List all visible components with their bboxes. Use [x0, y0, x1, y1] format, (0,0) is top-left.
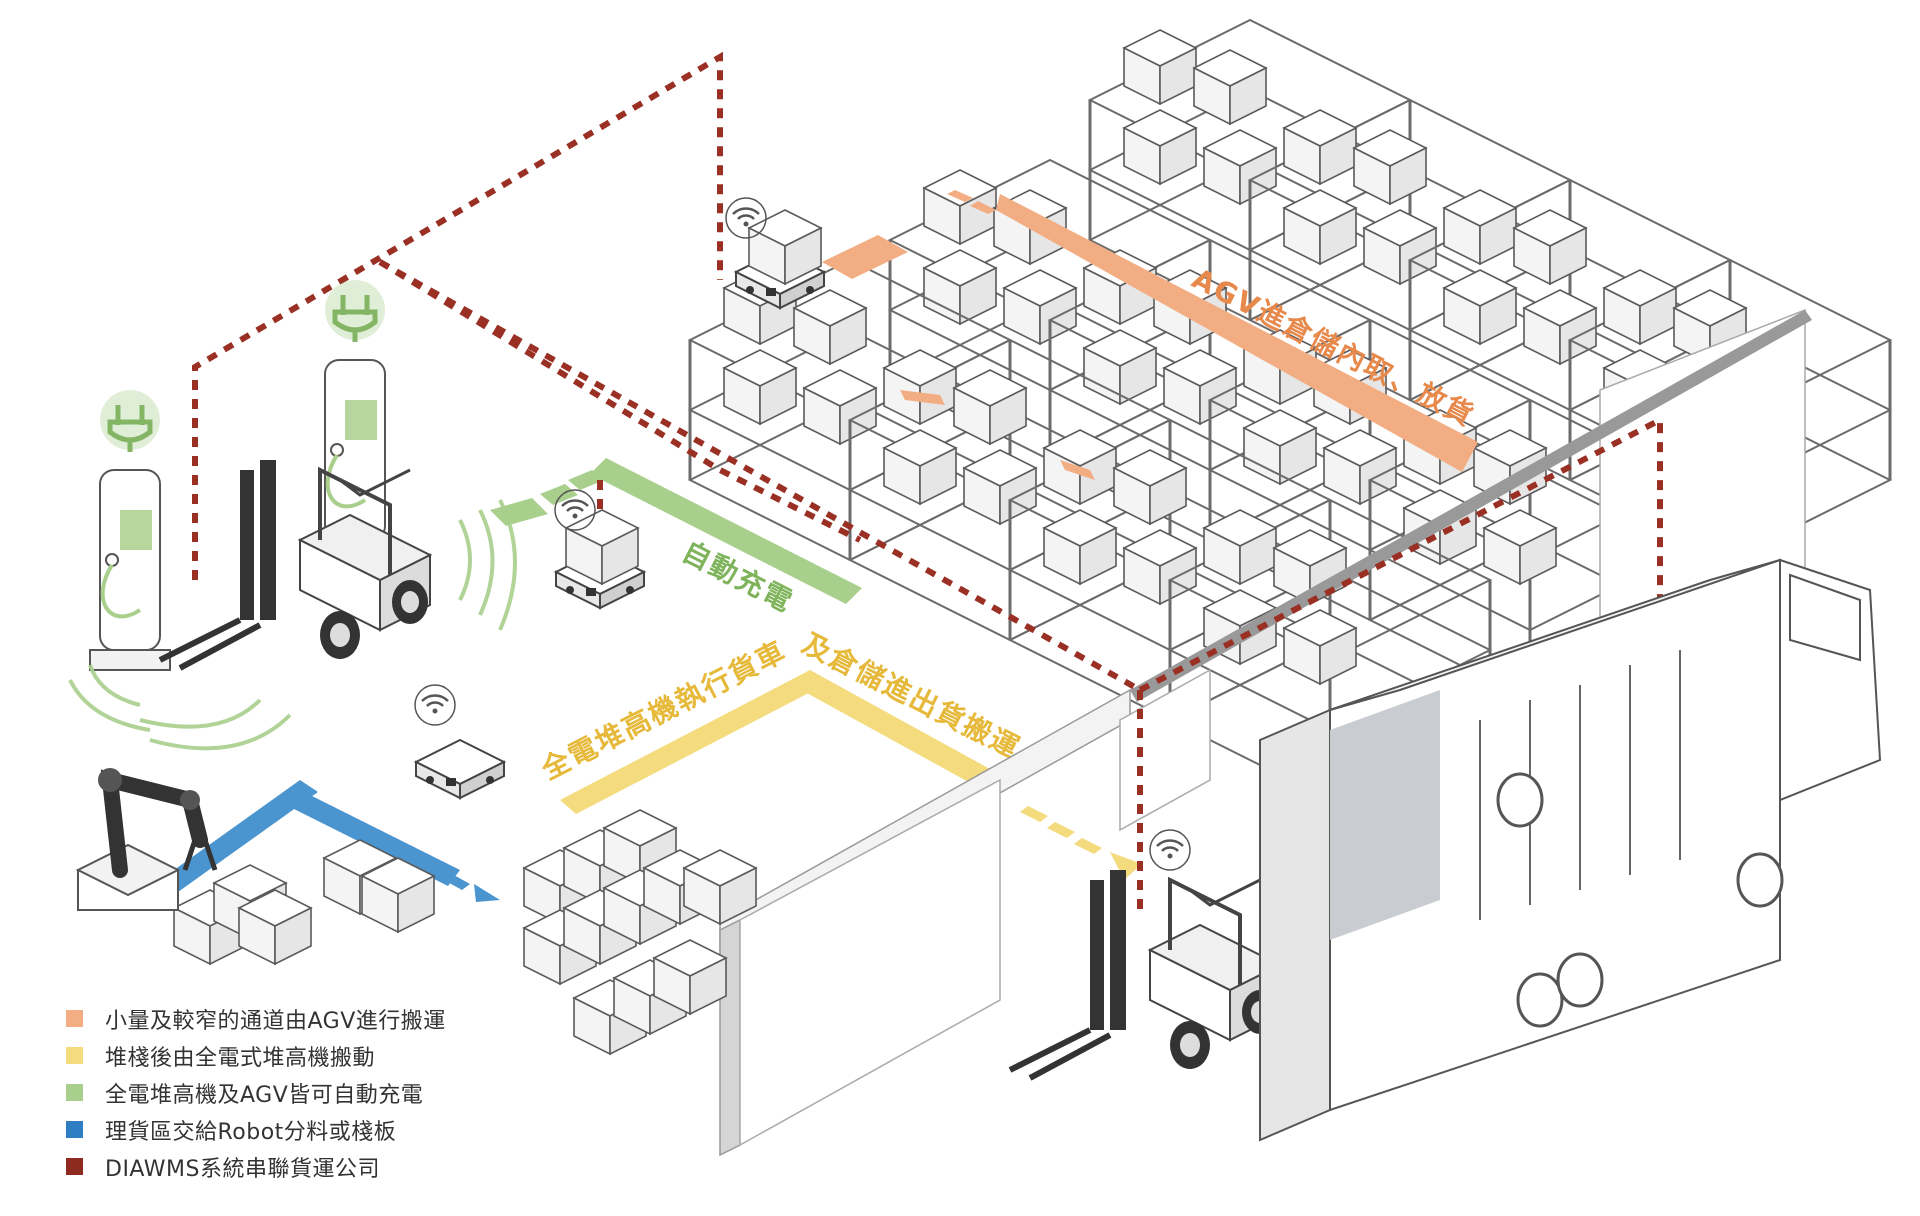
legend-swatch-green: [66, 1084, 83, 1101]
legend-item-robot: 理貨區交給Robot分料或棧板: [66, 1111, 446, 1148]
diawms-network: [192, 51, 1663, 910]
robot-arm-icon: [75, 768, 218, 911]
legend-label-robot: 理貨區交給Robot分料或棧板: [105, 1119, 397, 1145]
front-wall: [719, 668, 1211, 1157]
legend-swatch-yellow: [66, 1047, 83, 1064]
legend-item-charging: 全電堆高機及AGV皆可自動充電: [66, 1074, 446, 1111]
legend: 小量及較窄的通道由AGV進行搬運 堆棧後由全電式堆高機搬動 全電堆高機及AGV皆…: [66, 1000, 446, 1185]
legend-item-forklift: 堆棧後由全電式堆高機搬動: [66, 1037, 446, 1074]
charging-station-left: [90, 390, 170, 670]
legend-swatch-blue: [66, 1121, 83, 1138]
forklift-charging: [160, 460, 430, 668]
agv-storage-path: [822, 190, 1478, 480]
forklift-path: [560, 670, 1142, 880]
robot-sorting-path: [160, 780, 500, 902]
legend-swatch-darkred: [66, 1158, 83, 1175]
auto-charge-path: [490, 458, 862, 604]
legend-label-forklift: 堆棧後由全電式堆高機搬動: [105, 1045, 376, 1071]
agv-forklift-wifi: [1148, 828, 1192, 872]
agv-floor: [413, 683, 505, 799]
legend-item-diawms: DIAWMS系統串聯貨運公司: [66, 1148, 446, 1185]
legend-label-charging: 全電堆高機及AGV皆可自動充電: [105, 1082, 424, 1108]
truck-icon: [1259, 558, 1882, 1142]
legend-item-agv: 小量及較窄的通道由AGV進行搬運: [66, 1000, 446, 1037]
charging-signal: [68, 499, 517, 751]
legend-label-diawms: DIAWMS系統串聯貨運公司: [105, 1156, 380, 1182]
legend-label-agv: 小量及較窄的通道由AGV進行搬運: [105, 1008, 446, 1034]
legend-swatch-orange: [66, 1010, 83, 1027]
forklift-loading: [1010, 870, 1280, 1078]
